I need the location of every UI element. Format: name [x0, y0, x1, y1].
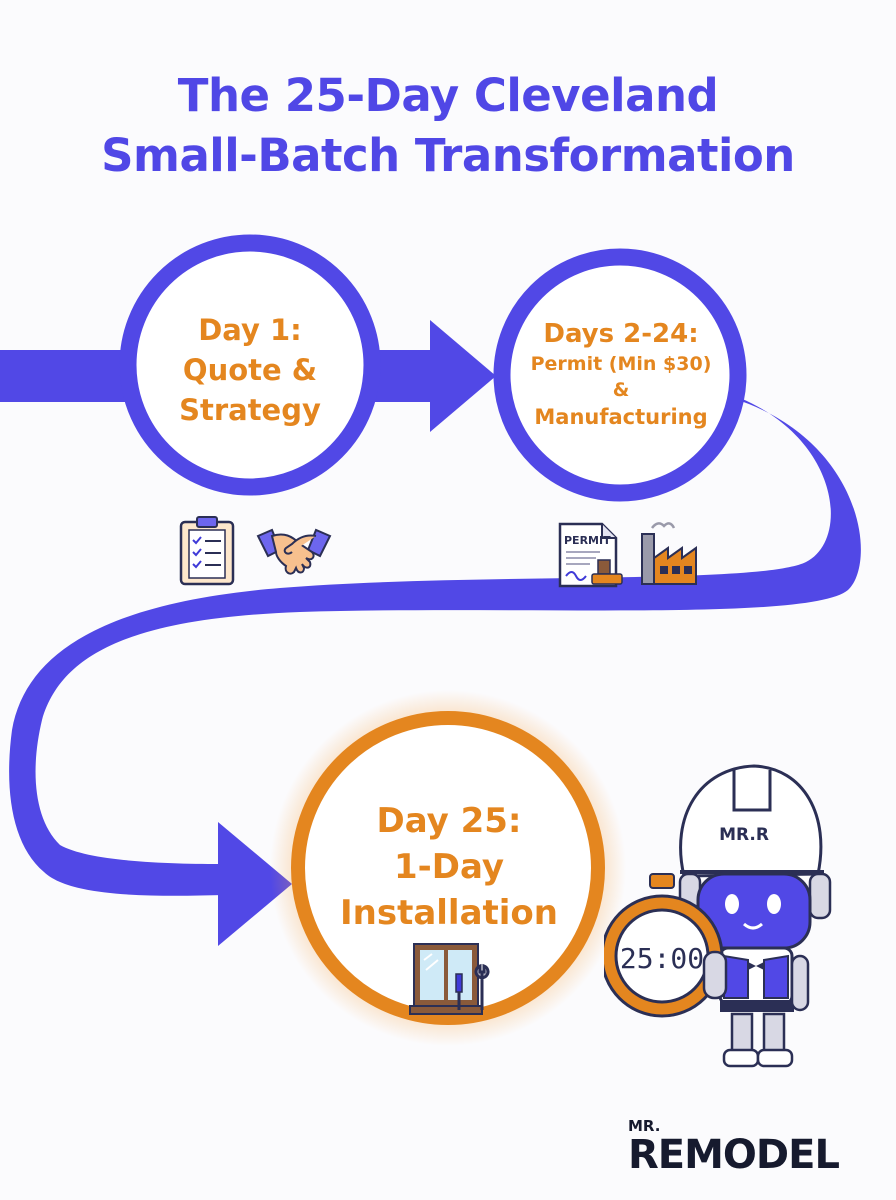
stage-3-label: Day 25: 1-Day Installation — [318, 798, 580, 936]
title-line-1: The 25-Day Cleveland — [177, 69, 719, 122]
stage-3-line-2: 1-Day — [393, 847, 505, 887]
stage-2-line-3: & — [612, 379, 630, 401]
logo-main-text: REMODEL — [628, 1132, 840, 1178]
stage-1-label: Day 1: Quote & Strategy — [150, 310, 350, 430]
stage-3-line-1: Day 25: — [376, 801, 522, 841]
stage-2-line-2: Permit (Min $30) — [530, 353, 712, 375]
stage-2-line-1: Days 2-24: — [543, 319, 699, 349]
window-tools-icon — [409, 943, 490, 1015]
title-line-2: Small-Batch Transformation — [101, 129, 795, 182]
stage-circle-2 — [493, 248, 747, 502]
stage-2-label: Days 2-24: Permit (Min $30) & Manufactur… — [502, 318, 740, 432]
svg-text:PERMIT: PERMIT — [564, 534, 611, 547]
permit-document-icon: PERMIT — [558, 522, 623, 588]
stopwatch-text: 25:00 — [620, 942, 704, 975]
clipboard-checklist-icon — [179, 516, 235, 586]
helmet-text: MR.R — [719, 825, 769, 845]
flow-ribbon — [0, 320, 861, 946]
brand-logo: MR. REMODEL — [628, 1118, 878, 1176]
stage-circle-3 — [291, 711, 605, 1025]
stage-1-line-3: Strategy — [179, 393, 321, 427]
stage-circle-1 — [119, 234, 381, 496]
factory-icon — [641, 522, 697, 585]
flow-arrowhead-2 — [218, 822, 292, 946]
stage-2-line-4: Manufacturing — [534, 405, 708, 429]
stage-1-line-2: Quote & — [182, 353, 318, 387]
logo-top-text: MR. — [628, 1117, 661, 1135]
stage-3-line-3: Installation — [339, 893, 558, 933]
flow-entry-bar — [0, 350, 140, 402]
robot-mascot: MR.R 25:00 — [604, 764, 832, 1068]
stage-1-line-1: Day 1: — [198, 313, 302, 347]
flow-arrowhead-1 — [430, 320, 496, 432]
handshake-icon — [256, 528, 332, 575]
page-title: The 25-Day Cleveland Small-Batch Transfo… — [0, 66, 896, 186]
